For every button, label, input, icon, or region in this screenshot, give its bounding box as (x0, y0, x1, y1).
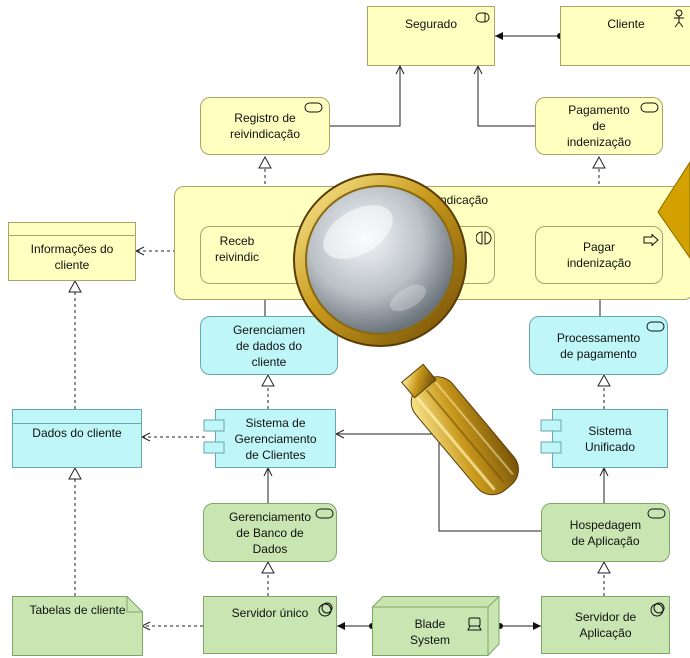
callout-triangle-icon (657, 161, 690, 259)
role-icon (475, 12, 490, 23)
edge-hosp-sgc (336, 434, 541, 532)
artifact-icon[interactable] (12, 596, 143, 656)
node-blade: Blade System (372, 608, 488, 656)
device-icon[interactable] (372, 596, 502, 656)
node-servidor-unico[interactable]: Servidor único (203, 596, 337, 654)
node-label: Sistema de Gerenciamento de Clientes (234, 415, 317, 462)
node-tabelas: Tabelas de cliente (12, 596, 143, 624)
node-label: Segurado (404, 17, 458, 31)
node-label: Pagamento de indenização (566, 103, 632, 149)
system-software-icon (318, 602, 333, 617)
component-icon (203, 419, 225, 454)
node-dados-cliente[interactable]: Dados do cliente (12, 409, 142, 468)
edge-registro-segurado (330, 66, 400, 127)
node-gerenc-bd[interactable]: Gerenciamento de Banco de Dados (203, 503, 337, 562)
node-label: Hospedagem de Aplicação (569, 517, 642, 548)
component-icon (540, 419, 562, 454)
node-label: Gerenciamento de Banco de Dados (228, 509, 312, 556)
node-label: Servidor único (231, 606, 309, 620)
node-registro[interactable]: Registro de reivindicação (200, 97, 330, 155)
service-icon (640, 102, 659, 113)
node-sistema-unif[interactable]: Sistema Unificado (552, 409, 668, 468)
process-icon (643, 234, 659, 246)
actor-icon (674, 9, 684, 28)
service-icon (646, 321, 665, 332)
service-icon (315, 508, 334, 519)
node-label: Servidor de Aplicação (574, 610, 637, 640)
node-hospedagem[interactable]: Hospedagem de Aplicação (541, 503, 670, 562)
node-label: Gerenciamen de dados do cliente (232, 322, 306, 369)
device-icon (467, 617, 482, 631)
node-gerenc-dados[interactable]: Gerenciamen de dados do cliente (200, 316, 338, 375)
node-label: Cliente (607, 17, 645, 31)
node-label: Sistema Unificado (584, 423, 636, 454)
node-label: Pagar indenização (566, 240, 632, 270)
service-icon (647, 508, 666, 519)
edge-pagamento-cliente (478, 66, 535, 127)
node-label: Receb reivindic (215, 234, 260, 264)
service-icon (304, 102, 323, 113)
node-segurado[interactable]: Segurado (367, 6, 495, 66)
node-label: Registro de reivindicação (229, 111, 301, 141)
node-servidor-app[interactable]: Servidor de Aplicação (541, 596, 670, 654)
node-label: Dados do cliente (32, 426, 122, 440)
node-label: Tabelas de cliente (29, 603, 126, 617)
node-label: Informações do cliente (30, 241, 114, 272)
node-sistema-gc[interactable]: Sistema de Gerenciamento de Clientes (215, 409, 336, 468)
node-cliente[interactable]: Cliente (560, 6, 690, 66)
system-software-icon (650, 602, 665, 617)
node-proc-pag[interactable]: Processamento de pagamento (529, 316, 668, 375)
node-label: Processamento de pagamento (556, 330, 641, 361)
node-info-cliente[interactable]: Informações do cliente (8, 222, 136, 281)
node-pagamento[interactable]: Pagamento de indenização (535, 97, 663, 155)
interaction-icon (476, 231, 492, 245)
magnifying-glass-icon (293, 173, 519, 496)
node-pagar[interactable]: Pagar indenização (535, 226, 663, 284)
node-label: Blade System (409, 617, 450, 647)
